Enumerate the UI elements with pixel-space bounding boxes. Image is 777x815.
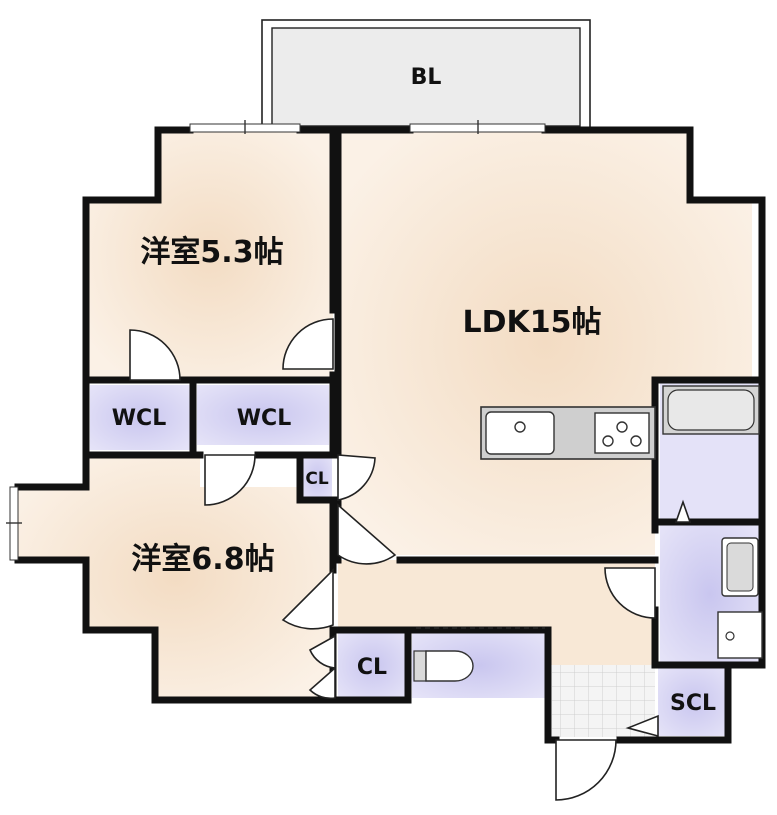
wash-fixtures <box>717 537 763 659</box>
labels: BL LDK15帖 洋室5.3帖 洋室6.8帖 WCL WCL CL CL SC… <box>112 65 716 716</box>
label-cl-small: CL <box>305 469 328 489</box>
door-hall-ldk <box>337 503 397 565</box>
label-cl-bottom: CL <box>357 655 387 680</box>
cooktop <box>594 412 650 454</box>
door-cl-small <box>337 454 376 501</box>
western-room-b-floor <box>18 455 333 700</box>
toilet <box>413 627 545 682</box>
label-western-room-b: 洋室6.8帖 <box>131 542 274 577</box>
sink <box>485 411 555 455</box>
label-ldk: LDK15帖 <box>462 305 601 340</box>
door-room-b <box>281 568 334 630</box>
door-entrance <box>555 739 617 801</box>
balcony <box>261 19 591 129</box>
label-balcony: BL <box>411 65 442 90</box>
doors <box>129 318 692 801</box>
bathtub <box>662 385 760 435</box>
wcl-right-floor <box>197 385 329 445</box>
scl-floor <box>658 668 730 736</box>
label-wcl-right: WCL <box>237 406 291 431</box>
door-wcl-right <box>204 454 256 506</box>
label-scl: SCL <box>670 691 716 716</box>
door-room-a-ldk <box>282 318 334 370</box>
door-bath <box>674 499 692 523</box>
door-room-a <box>129 329 181 381</box>
kitchen-counter <box>480 406 656 460</box>
windows <box>6 120 546 561</box>
washing-machine <box>717 611 763 659</box>
wcl-left-floor <box>90 385 190 450</box>
door-cl-bottom-2 <box>308 666 336 700</box>
label-western-room-a: 洋室5.3帖 <box>140 235 283 270</box>
cl-bottom-floor <box>338 633 408 698</box>
door-washroom <box>604 567 656 619</box>
door-scl <box>625 714 659 738</box>
label-wcl-left: WCL <box>112 406 166 431</box>
hallway-floor <box>338 560 655 665</box>
walls <box>14 126 766 744</box>
western-room-a-floor <box>86 130 333 380</box>
cl-small-floor <box>302 455 332 500</box>
